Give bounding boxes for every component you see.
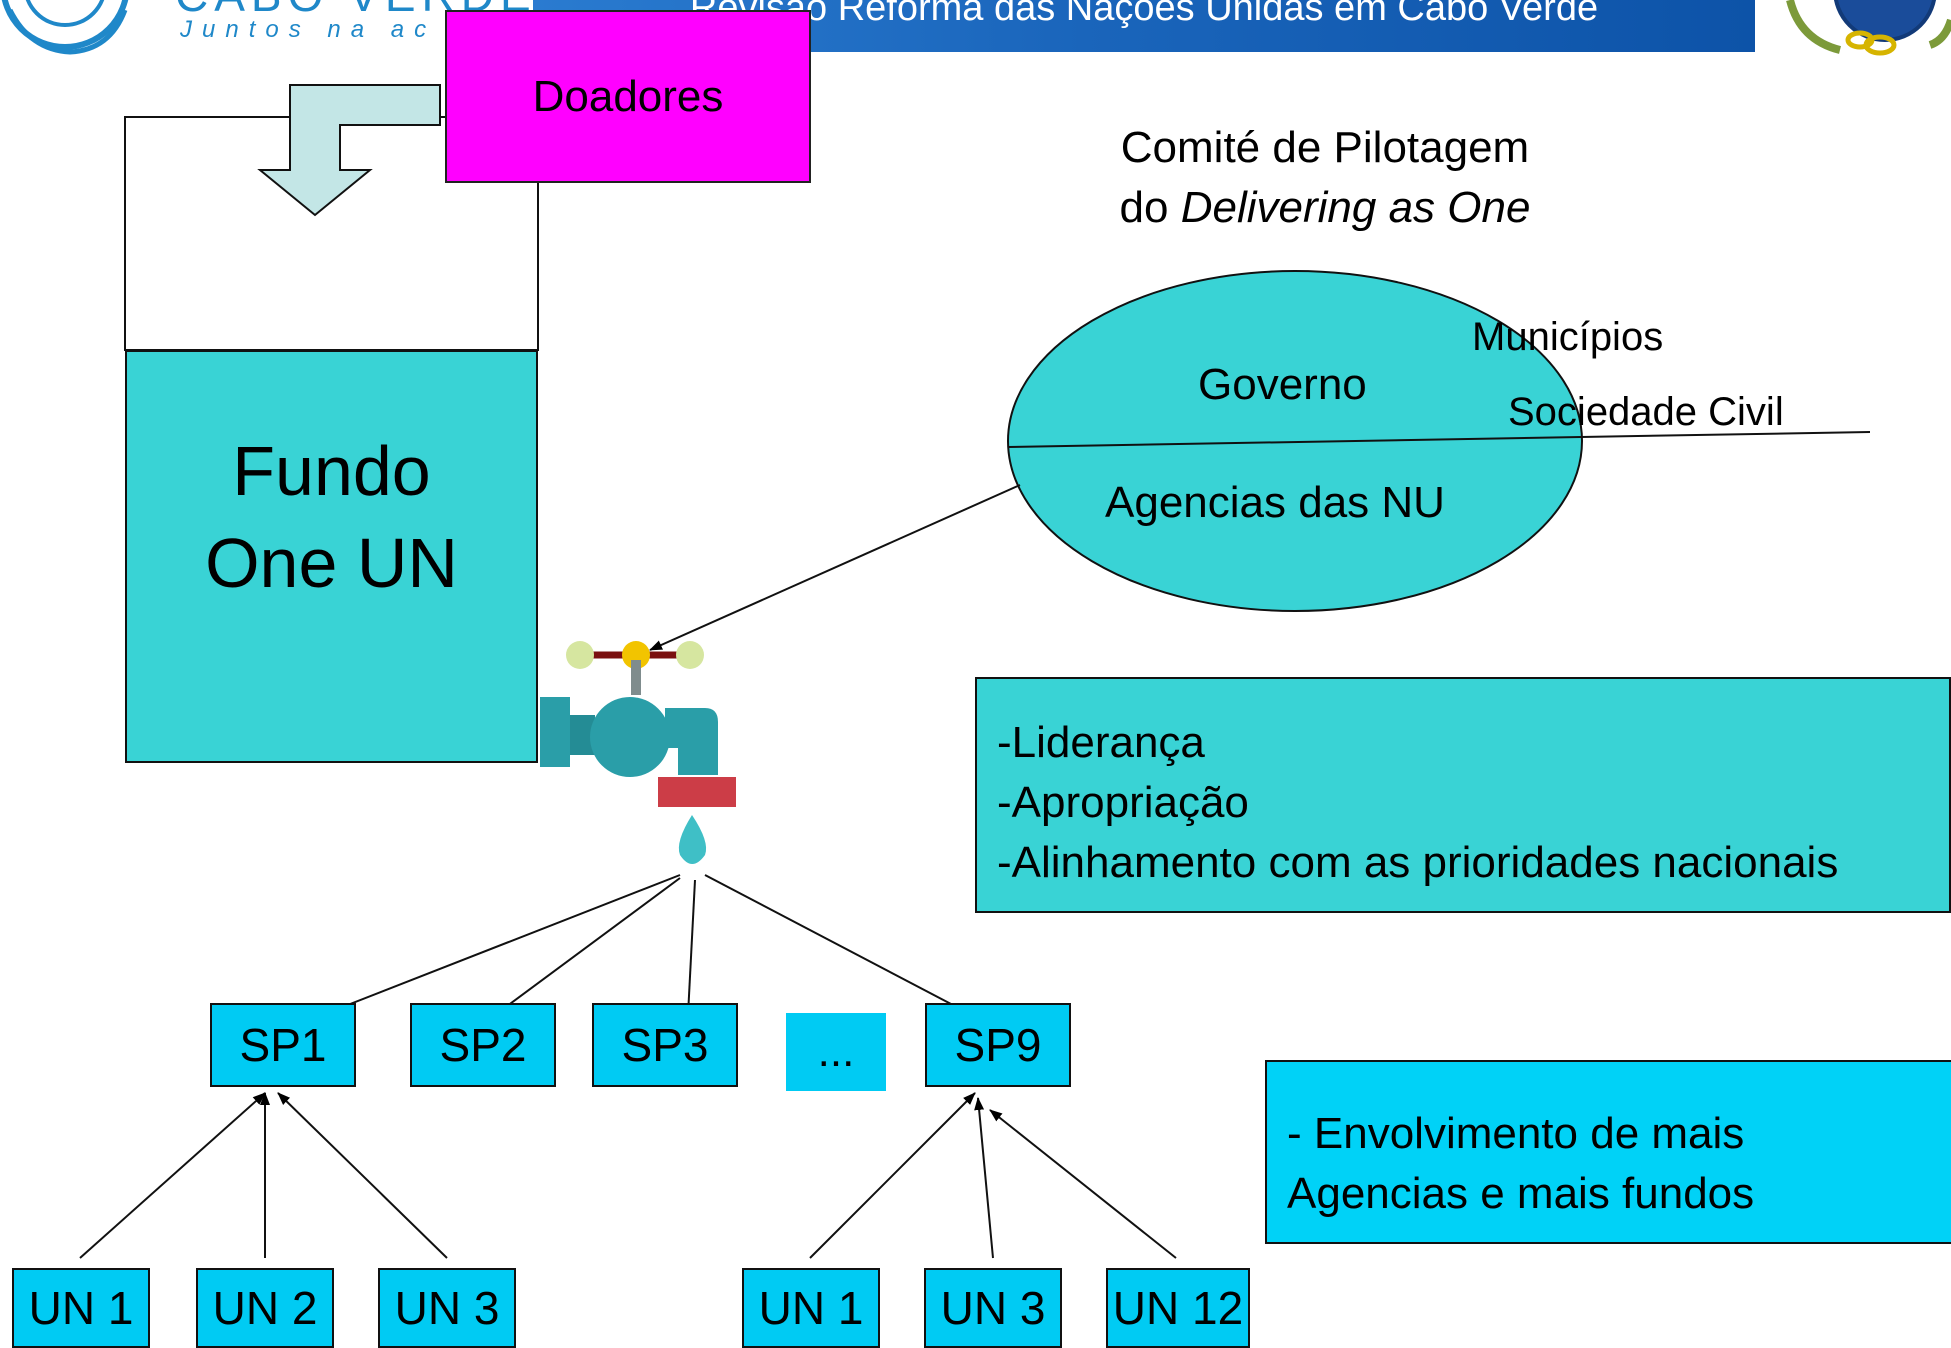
sp3-box: SP3 — [592, 1003, 738, 1087]
un12-to-sp9-arrow — [989, 1109, 1177, 1259]
municipios-label: Municípios — [1472, 315, 1664, 359]
agency-label: UN 3 — [394, 1282, 500, 1334]
fund-title-line1: Fundo — [232, 432, 431, 510]
header-title: Revisão Reforma das Nações Unidas em Cab… — [689, 0, 1599, 29]
un1-to-sp1-arrow — [79, 1092, 266, 1259]
tap-to-sp2-arrow — [494, 877, 681, 1016]
steering-committee-prefix: do — [1119, 183, 1181, 232]
cabo-verde-logo-tagline: Juntos na ac — [180, 16, 437, 43]
steering-committee-label: Comité de Pilotagem do Delivering as One — [1040, 118, 1610, 238]
sp9-box: SP9 — [925, 1003, 1071, 1087]
sp3-label: SP3 — [621, 1019, 709, 1071]
agency-box-un2-left: UN 2 — [196, 1268, 334, 1348]
ellipse-upper-label: Governo — [1198, 360, 1367, 409]
sp1-box: SP1 — [210, 1003, 356, 1087]
un3b-to-sp9-arrow — [974, 1097, 994, 1259]
un-emblem-logo — [1, 0, 129, 55]
tap-to-sp3-arrow — [683, 879, 696, 1016]
sp2-label: SP2 — [439, 1019, 527, 1071]
involvement-line1: - Envolvimento de mais — [1287, 1109, 1745, 1158]
agency-box-un1-left: UN 1 — [12, 1268, 150, 1348]
agency-box-un12-right: UN 12 — [1106, 1268, 1250, 1348]
agency-box-un1-right: UN 1 — [742, 1268, 880, 1348]
un3-to-sp1-arrow — [277, 1092, 448, 1259]
agency-box-un3-right: UN 3 — [924, 1268, 1062, 1348]
tap-to-sp9-arrow — [704, 874, 973, 1016]
principle-item: -Apropriação — [997, 778, 1249, 827]
involvement-box: - Envolvimento de mais Agencias e mais f… — [1265, 1060, 1951, 1244]
fund-tank-filled — [125, 350, 538, 763]
fund-title: Fundo One UN — [125, 425, 538, 609]
agency-box-un3-left: UN 3 — [378, 1268, 516, 1348]
agency-label: UN 1 — [758, 1282, 864, 1334]
cabo-verde-logo-text: CABO VERDE — [175, 0, 537, 22]
ellipse-divider-line — [1007, 431, 1871, 448]
principles-box: -Liderança -Apropriação -Alinhamento com… — [975, 677, 1951, 913]
committee-to-tap-arrow — [649, 484, 1021, 651]
sp1-label: SP1 — [239, 1019, 327, 1071]
ellipse-lower-label: Agencias das NU — [1105, 478, 1445, 527]
agency-label: UN 2 — [212, 1282, 318, 1334]
un1b-to-sp9-arrow — [809, 1092, 976, 1259]
sociedade-civil-label: Sociedade Civil — [1508, 390, 1784, 434]
agency-label: UN 12 — [1112, 1282, 1244, 1334]
agency-label: UN 1 — [28, 1282, 134, 1334]
tap-icon — [540, 641, 736, 864]
principle-item: -Alinhamento com as prioridades nacionai… — [997, 838, 1839, 887]
donor-flow-arrow — [257, 84, 441, 217]
sp-ellipsis-label: ... — [817, 1027, 855, 1076]
national-seal-logo — [1786, 0, 1951, 56]
steering-committee-line2: do Delivering as One — [1040, 178, 1610, 238]
sp-ellipsis-box: ... — [786, 1013, 886, 1091]
sp9-label: SP9 — [954, 1019, 1042, 1071]
fund-title-line2: One UN — [205, 524, 458, 602]
sp2-box: SP2 — [410, 1003, 556, 1087]
steering-committee-line1: Comité de Pilotagem — [1120, 123, 1530, 172]
steering-committee-emphasis: Delivering as One — [1180, 183, 1531, 232]
donors-box: Doadores — [445, 10, 811, 183]
involvement-line2: Agencias e mais fundos — [1287, 1169, 1755, 1218]
donors-label: Doadores — [532, 71, 724, 121]
tap-to-sp1-arrow — [321, 874, 681, 1016]
steering-committee-ellipse — [1007, 270, 1583, 612]
principle-item: -Liderança — [997, 718, 1205, 767]
agency-label: UN 3 — [940, 1282, 1046, 1334]
